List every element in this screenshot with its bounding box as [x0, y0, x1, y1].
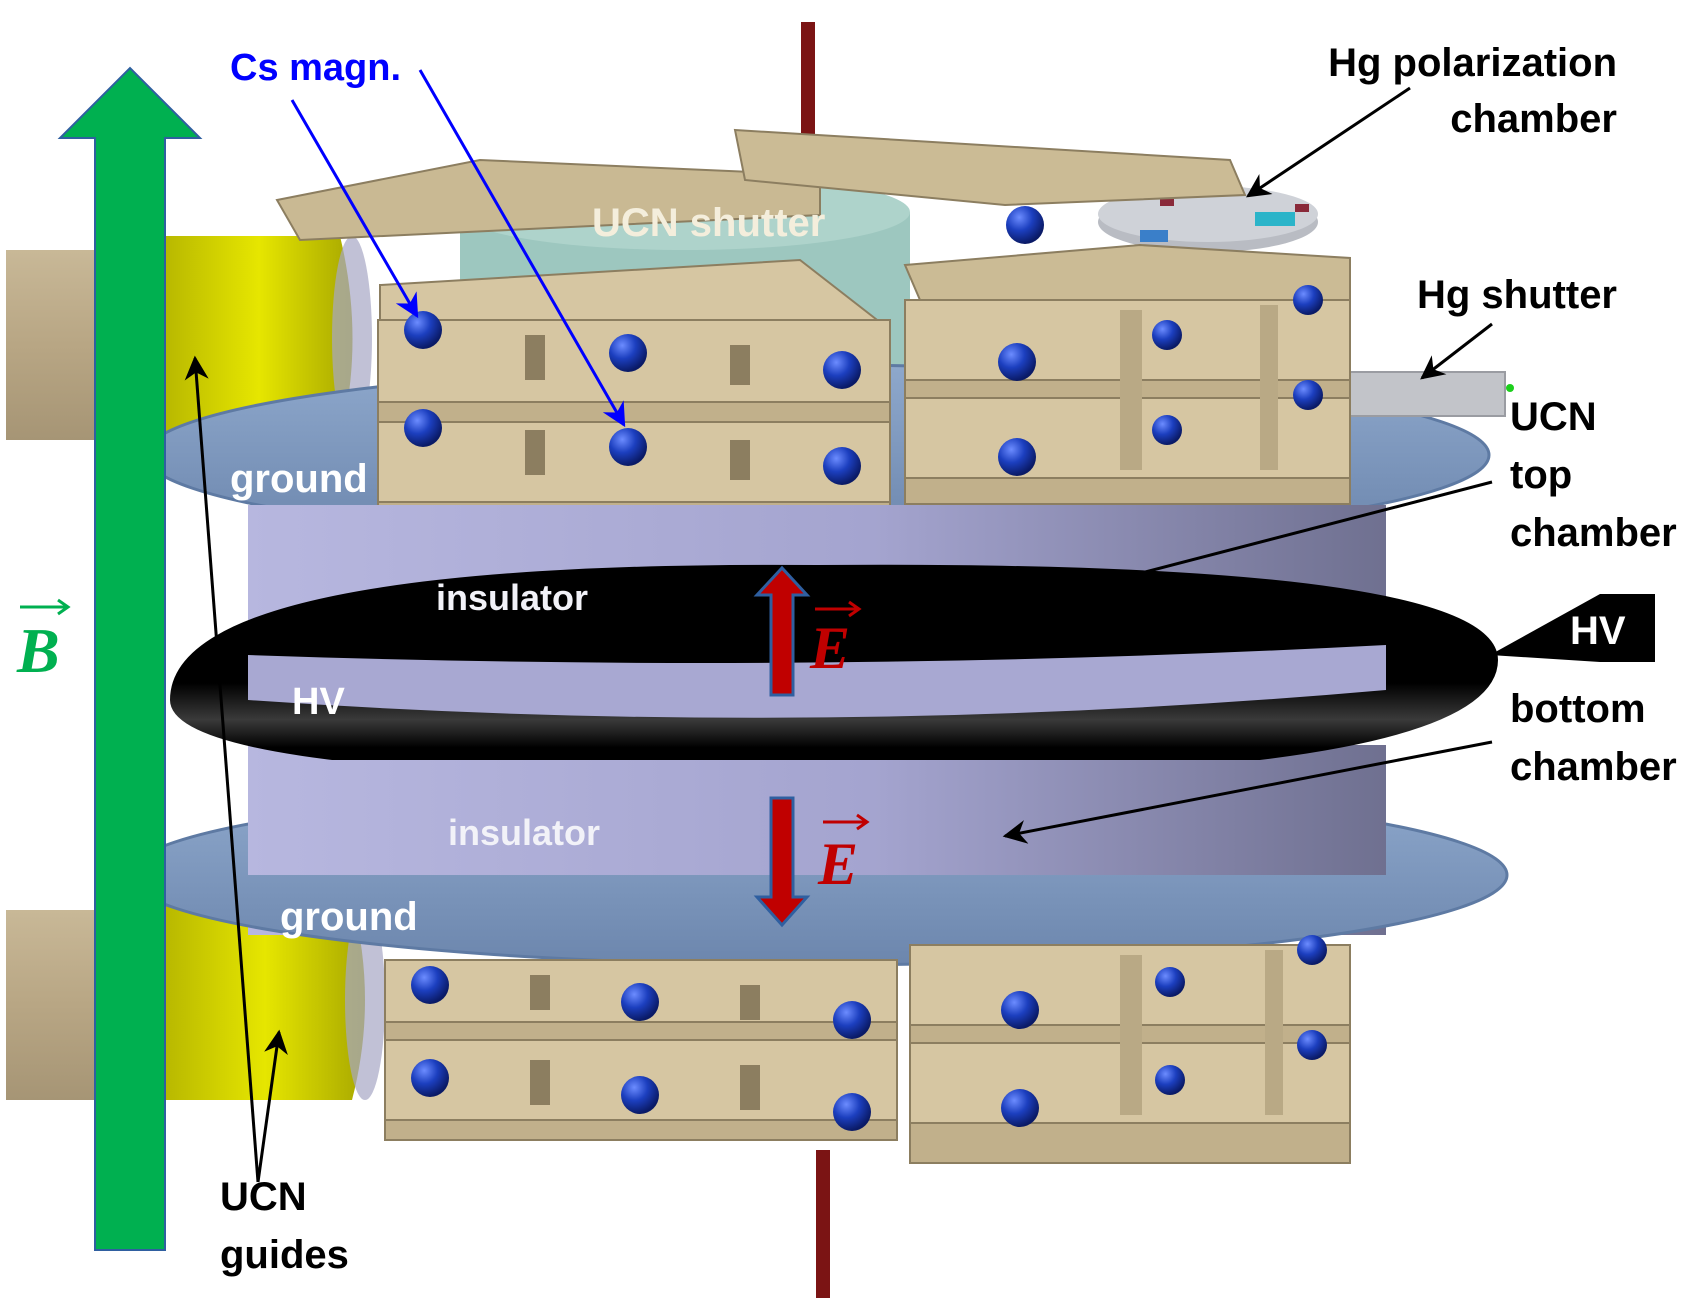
hg-shutter-leader — [1420, 322, 1493, 380]
cs-sphere — [609, 428, 647, 466]
cs-sphere — [1155, 967, 1185, 997]
top-chamber-leader — [1042, 480, 1493, 605]
cs-sphere — [411, 966, 449, 1004]
e-field-symbol-bottom: E — [817, 813, 870, 897]
cs-magn-label: Cs magn. — [230, 47, 401, 89]
b-field-symbol: B — [16, 598, 71, 686]
cs-sphere — [823, 351, 861, 389]
cs-sphere — [998, 438, 1036, 476]
hg-shutter-label: Hg shutter — [1417, 273, 1617, 317]
insulator-top-label: insulator — [436, 577, 588, 618]
cs-sphere — [404, 311, 442, 349]
bottom-chamber-leader — [1002, 740, 1493, 844]
hv-right-label: HV — [1570, 609, 1626, 653]
hv-rod-bottom — [816, 1150, 830, 1298]
cs-sphere — [1293, 285, 1323, 315]
ucn-guides-leader-1 — [184, 355, 260, 1183]
cs-sphere — [621, 983, 659, 1021]
e-field-label-bottom: E — [817, 831, 858, 897]
cs-sphere — [998, 343, 1036, 381]
cs-sphere — [1006, 206, 1044, 244]
lower-right-magnet-stack — [909, 944, 1351, 1164]
top-label: top — [1510, 453, 1572, 497]
upper-right-magnet-stack — [903, 243, 1351, 505]
cs-sphere — [1152, 415, 1182, 445]
ucn-guides-leader-2 — [256, 1029, 288, 1183]
ucn-guides-label-line2: guides — [220, 1233, 349, 1277]
cs-sphere — [609, 334, 647, 372]
hg-polarization-label-line1: Hg polarization — [1328, 41, 1617, 85]
hv-electrode-ring — [170, 564, 1655, 780]
cs-sphere — [621, 1076, 659, 1114]
top-chamber-label: chamber — [1510, 511, 1677, 555]
cs-sphere — [1293, 380, 1323, 410]
cs-sphere — [404, 409, 442, 447]
cs-sphere — [1001, 991, 1039, 1029]
bottom-label: bottom — [1510, 687, 1646, 731]
hg-polarization-leader — [1246, 86, 1411, 198]
insulator-bottom-label: insulator — [448, 812, 600, 853]
cs-sphere — [833, 1001, 871, 1039]
ground-bottom-label: ground — [280, 895, 418, 939]
cs-sphere — [1152, 320, 1182, 350]
ucn-top-label: UCN — [1510, 395, 1597, 439]
cs-sphere — [823, 447, 861, 485]
leader-lines — [184, 69, 1493, 1183]
cs-sphere — [411, 1059, 449, 1097]
e-field-arrow-up — [753, 565, 811, 697]
ground-top-label: ground — [230, 457, 368, 501]
bottom-chamber-label: chamber — [1510, 745, 1677, 789]
ucn-guides-label-line1: UCN — [220, 1175, 307, 1219]
e-field-label-top: E — [809, 615, 850, 681]
cs-magnetometer-spheres — [404, 206, 1327, 1131]
cs-sphere — [1001, 1089, 1039, 1127]
cs-sphere — [1297, 1030, 1327, 1060]
e-field-symbol-top: E — [809, 600, 862, 681]
hg-shutter — [1334, 371, 1514, 417]
b-field-arrow — [57, 66, 203, 1251]
upper-left-magnet-stack — [275, 128, 1247, 521]
hv-left-label: HV — [292, 681, 345, 723]
cs-sphere — [1155, 1065, 1185, 1095]
cs-sphere — [833, 1093, 871, 1131]
e-field-arrow-down — [753, 796, 811, 928]
hg-polarization-label-line2: chamber — [1450, 97, 1617, 141]
cs-magn-leader-2 — [418, 69, 626, 428]
cs-sphere — [1297, 935, 1327, 965]
hg-polarization-chamber — [1098, 186, 1318, 252]
cs-magn-leader-1 — [290, 99, 419, 319]
b-field-label: B — [16, 615, 60, 686]
ucn-shutter-label: UCN shutter — [592, 201, 825, 245]
